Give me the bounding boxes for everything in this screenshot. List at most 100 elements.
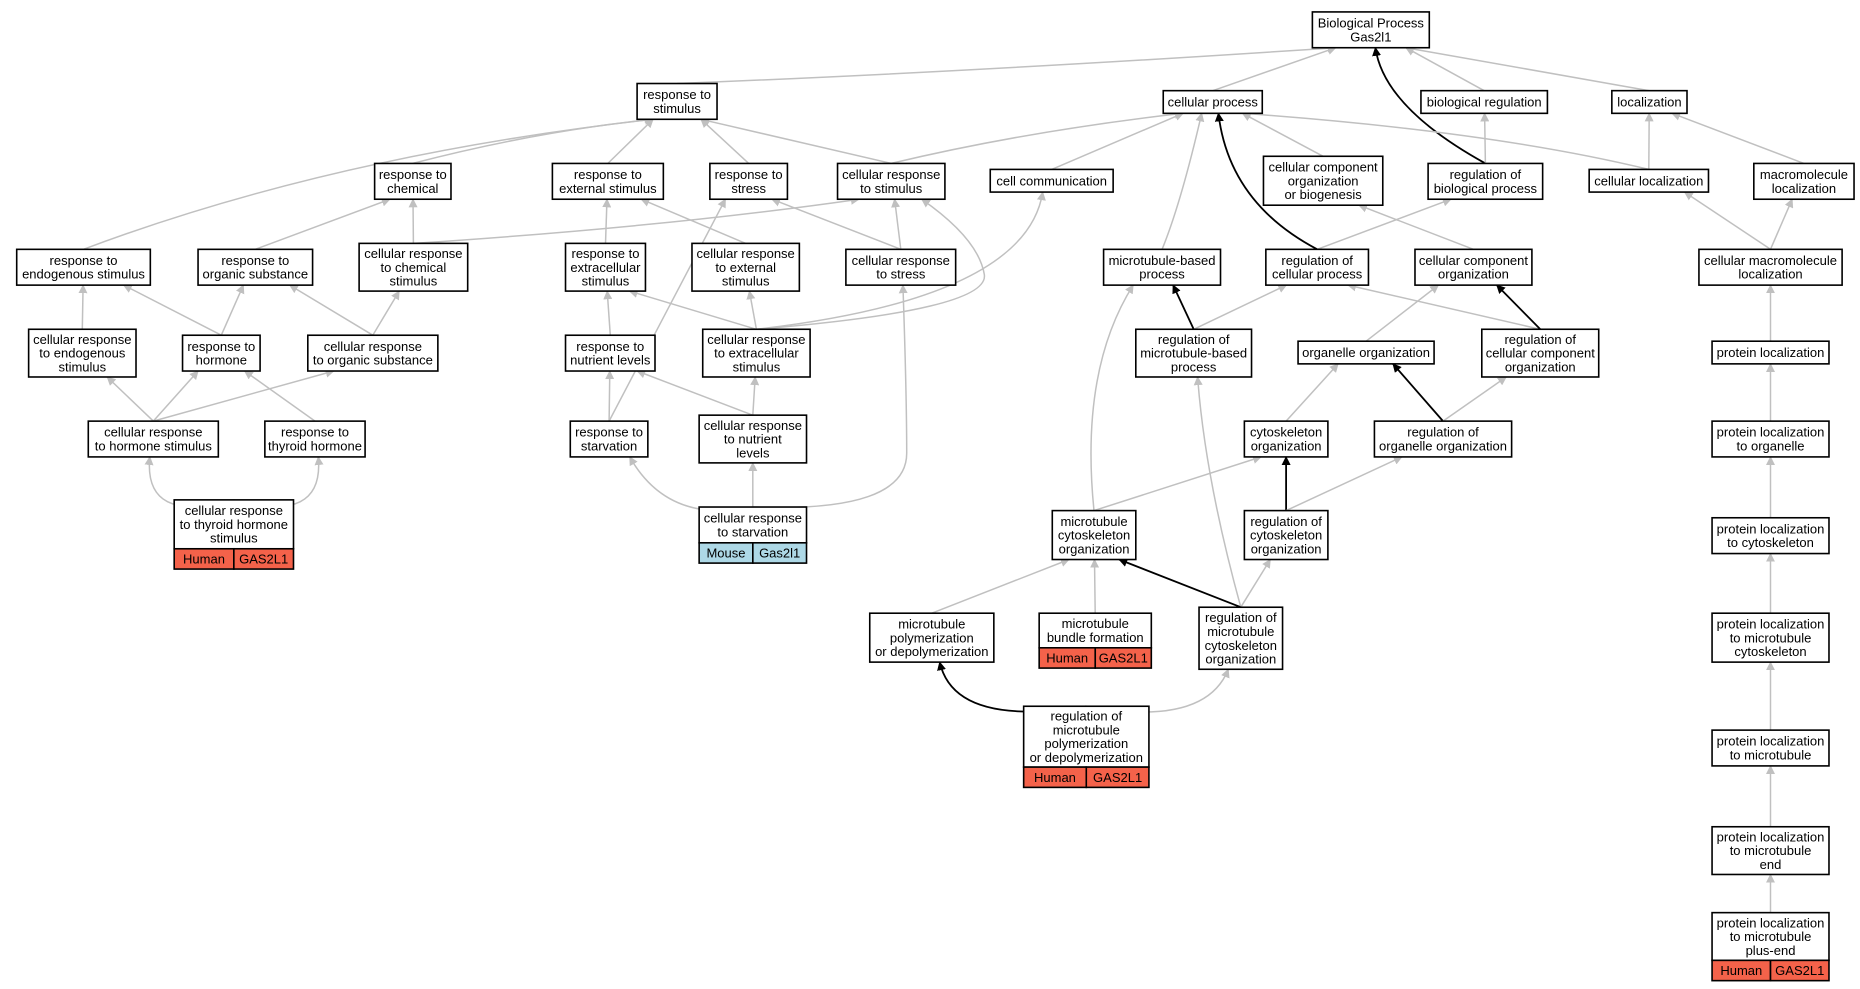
go-term-node-reg-mtco[interactable]: regulation ofmicrotubulecytoskeletonorga…	[1198, 606, 1284, 671]
is-a-edge-resp-org-to-resp-chem	[255, 197, 391, 251]
go-term-node-prot-loc[interactable]: protein localization	[1711, 340, 1830, 365]
node-label-line: protein localization	[1717, 425, 1825, 440]
is-a-edge-resp-ext-to-resp-stim	[607, 118, 654, 164]
node-label-line: organization	[1205, 652, 1276, 667]
node-label-line: response to	[281, 425, 349, 440]
go-term-node-bio-reg[interactable]: biological regulation	[1420, 89, 1549, 115]
node-label-line: organization	[1251, 541, 1322, 556]
node-label-line: cell communication	[996, 173, 1107, 188]
is-a-edge-cell-loc-to-cell-proc	[1241, 109, 1649, 171]
node-label-line: nutrient levels	[570, 353, 651, 368]
gene-label: GAS2L1	[1775, 963, 1824, 978]
is-a-edge-reg-cell-to-reg-bio	[1316, 197, 1452, 251]
go-term-node-reg-poly[interactable]: regulation ofmicrotubulepolymerizationor…	[1022, 705, 1150, 789]
node-box	[197, 248, 314, 286]
node-label-line: to external	[715, 260, 776, 275]
is-a-edge-cr-stress-to-resp-stress	[771, 197, 902, 250]
is-a-edge-bio-reg-to-root	[1405, 47, 1485, 92]
node-label-line: cellular response	[704, 511, 802, 526]
node-box	[1480, 328, 1600, 378]
node-box	[264, 420, 366, 458]
is-a-edge-reg-org-to-org-org	[1392, 363, 1444, 422]
node-box	[836, 162, 946, 201]
is-a-edge-cr-stress-to-cell-resp-stim	[891, 198, 902, 250]
node-box	[1611, 89, 1688, 115]
node-label-line: to nutrient	[724, 432, 782, 447]
node-box	[1414, 248, 1533, 286]
node-label-line: stress	[731, 181, 766, 196]
go-term-node-cell-comm[interactable]: cell communication	[989, 168, 1114, 193]
node-box	[1135, 328, 1253, 378]
node-box	[709, 162, 789, 201]
is-a-edge-cr-org-to-resp-org	[288, 284, 374, 336]
node-label-line: regulation of	[1281, 253, 1353, 268]
is-a-edge-reg-cco-to-cco	[1496, 284, 1541, 330]
go-term-node-cell-loc[interactable]: cellular localization	[1588, 168, 1710, 193]
go-term-node-localization[interactable]: localization	[1611, 89, 1688, 115]
node-label-line: cellular component	[1419, 253, 1529, 268]
node-label-line: organization	[1505, 360, 1576, 375]
node-box	[636, 82, 718, 121]
go-term-node-org-org[interactable]: organelle organization	[1297, 340, 1435, 365]
node-box	[1162, 89, 1264, 115]
node-label-line: regulation of	[1407, 425, 1479, 440]
is-a-edge-resp-endo-to-resp-stim	[83, 115, 654, 251]
node-box	[307, 334, 439, 372]
is-a-edge-resp-horm-to-resp-endo	[122, 284, 222, 336]
node-label-line: process	[1139, 267, 1185, 282]
node-label-line: cellular response	[852, 253, 950, 268]
node-label-line: regulation of	[1158, 332, 1230, 347]
gene-badge	[1085, 766, 1150, 789]
node-box	[989, 168, 1114, 193]
node-box	[1198, 606, 1284, 671]
is-a-edge-cr-extra-to-resp-extra	[628, 289, 757, 331]
go-term-node-cell-proc[interactable]: cellular process	[1162, 89, 1264, 115]
node-label-line: microtubule	[1060, 514, 1127, 529]
is-a-edge-cml-to-cell-loc	[1683, 191, 1771, 250]
